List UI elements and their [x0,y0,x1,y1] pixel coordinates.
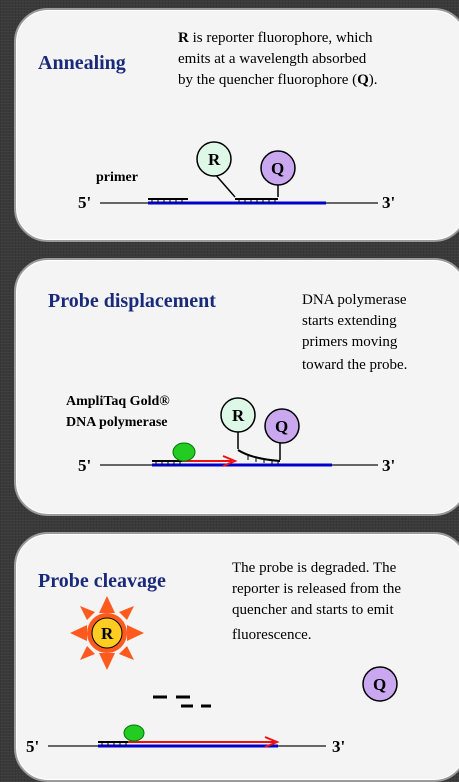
cleavage-diagram: R Q 5' 3' [26,596,398,756]
five-prime-label: 5' [78,456,91,475]
probe-cleavage-panel: Probe cleavage The probe is degraded. Th… [14,532,459,782]
primer [148,198,188,203]
polymerase-label-2: DNA polymerase [66,415,168,430]
probe [235,198,278,203]
desc-line-2: reporter is released from the [232,581,402,597]
three-prime-label: 3' [382,456,395,475]
reporter-letter: R [101,624,114,643]
quencher-fluorophore [362,666,398,702]
annealing-diagram: primer 5' 3' R Q [78,141,395,212]
three-prime-label: 3' [382,193,395,212]
desc-line-1: is reporter fluorophore, which [188,30,373,46]
displacement-diagram: AmpliTaq Gold® DNA polymerase 5' 3' R Q [66,394,395,475]
annealing-panel: Annealing R is reporter fluorophore, whi… [14,8,459,242]
reporter-fluorophore [220,397,256,433]
primer [98,741,128,746]
displacement-title: Probe displacement [48,290,216,312]
quencher-letter: Q [373,675,386,694]
reporter-linker [213,172,236,198]
five-prime-label: 5' [78,193,91,212]
reporter-letter: R [232,406,245,425]
extension-arrow [182,455,238,467]
quencher-letter: Q [271,159,284,178]
degraded-probe-fragments [153,695,211,708]
polymerase-label-1: AmpliTaq Gold® [66,394,170,409]
annealing-title: Annealing [38,52,126,74]
desc-line-4: toward the probe. [302,357,408,373]
three-prime-label: 3' [332,737,345,756]
polymerase-enzyme [123,724,145,742]
desc-line-2: emits at a wavelength absorbed [178,51,367,67]
desc-line-3-end: ). [368,72,378,88]
annealing-description: R is reporter fluorophore, which emits a… [178,28,459,91]
desc-line-2: starts extending [302,313,397,329]
fluorescence-starburst-icon [70,596,144,670]
cleavage-description: The probe is degraded. The reporter is r… [232,558,459,646]
quencher-fluorophore [264,408,300,444]
desc-line-3: by the quencher fluorophore ( [178,72,358,88]
five-prime-label: 5' [26,737,39,756]
desc-line-4: fluorescence. [232,627,312,643]
primer-label: primer [96,170,138,185]
quencher-symbol-text: Q [357,72,369,88]
quencher-letter: Q [275,417,288,436]
reporter-symbol-text: R [178,30,189,46]
desc-line-3: primers moving [302,334,398,350]
polymerase-enzyme [172,442,196,462]
reporter-letter: R [208,150,221,169]
desc-line-1: The probe is degraded. The [232,560,397,576]
displacement-description: DNA polymerase starts extending primers … [302,290,459,376]
displaced-probe [237,449,281,464]
desc-line-1: DNA polymerase [302,292,407,308]
extension-arrow [128,736,280,748]
cleavage-title: Probe cleavage [38,570,166,592]
reporter-fluorophore [196,141,232,177]
quencher-fluorophore [260,150,296,186]
primer [152,460,182,465]
probe-displacement-panel: Probe displacement DNA polymerase starts… [14,258,459,516]
desc-line-3: quencher and starts to emit [232,602,394,618]
